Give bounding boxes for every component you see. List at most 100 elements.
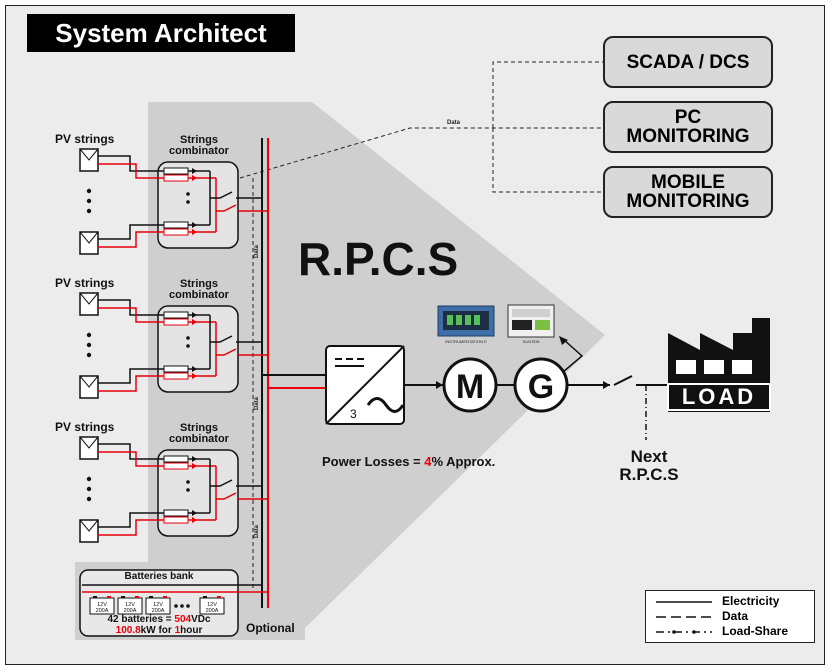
fuse-icon [163, 228, 189, 236]
legend-electricity: Electricity [722, 594, 780, 608]
fuse-icon [163, 311, 189, 319]
pv-ellipsis-dot [86, 332, 92, 338]
disconnect-switch-negative [210, 479, 233, 487]
generator-letter: G [528, 368, 554, 406]
diode-icon [192, 175, 197, 181]
diode-icon [192, 510, 197, 516]
battery-terminal [163, 596, 167, 598]
battery-terminal [203, 596, 207, 598]
battery-cell-voltage: 12V [97, 602, 107, 608]
fuse-icon [163, 372, 189, 380]
legend-data: Data [722, 609, 749, 623]
motor-letter: M [456, 368, 484, 406]
pv-panel-cell-lines [79, 292, 99, 305]
pc-monitoring-box[interactable]: PC MONITORING [603, 101, 773, 153]
power-losses-text: Power Losses = 4% Approx. [322, 454, 495, 469]
battery-cell-icon [89, 597, 115, 615]
battery-cell-capacity: 200A [124, 608, 137, 614]
pv-ellipsis-dot [86, 198, 92, 204]
combinator-ellipsis-dot [186, 200, 190, 204]
pv-ellipsis-dot [86, 476, 92, 482]
battery-terminal [217, 596, 221, 598]
legend: Electricity Data Load-Share [645, 590, 815, 643]
diode-icon [192, 229, 197, 235]
battery-ellipsis-icon [174, 604, 190, 608]
combinator-label-2: Strings combinator [169, 278, 229, 301]
next-label-line-1: Next [630, 447, 668, 466]
pv-group-1 [79, 148, 268, 255]
fuse-icon [163, 462, 189, 470]
batteries-count-b: 504 [174, 614, 192, 625]
inverter-icon [325, 345, 405, 425]
diode-icon [192, 222, 197, 228]
generator-to-module-link [562, 338, 584, 373]
battery-terminal [107, 596, 111, 598]
batteries-count-line: 42 batteries = 504VDc [80, 614, 238, 625]
instrumentation-module-label: INSTRUMENTATION E [445, 339, 487, 344]
scada-dcs-box[interactable]: SCADA / DCS [603, 36, 773, 88]
legend-dot-2 [692, 630, 696, 634]
page-title: System Architect [27, 14, 295, 52]
diode-icon [192, 517, 197, 523]
arrow-to-switch [603, 381, 610, 389]
pv-panel-cell-lines [79, 519, 99, 532]
fuse-icon [163, 455, 189, 463]
diode-icon [192, 312, 197, 318]
combinator-label-3: Strings combinator [169, 422, 229, 445]
power-losses-suffix: % Approx. [431, 454, 496, 469]
next-label-line-2: R.P.C.S [619, 465, 679, 484]
factory-load-icon [667, 318, 771, 412]
controller-module-icon [507, 304, 555, 338]
batteries-count-a: 42 batteries = [107, 614, 175, 625]
bus-data-label-2: Data [254, 396, 260, 410]
pv-ellipsis-dot [86, 208, 92, 214]
batteries-energy-a: 100.8 [115, 625, 141, 636]
rpcs-title: R.P.C.S [298, 233, 459, 285]
fuse-icon [163, 174, 189, 182]
pv-strings-label-2: PV strings [55, 276, 115, 290]
combinator-ellipsis-dot [186, 344, 190, 348]
bus-data-label-1: Data [254, 244, 260, 258]
arrow-to-motor [436, 381, 443, 389]
diode-icon [192, 366, 197, 372]
module-arrow [559, 336, 568, 345]
pv-ellipsis-dot [86, 496, 92, 502]
pv-panel-cell-lines [79, 375, 99, 388]
disconnect-switch-negative [210, 335, 233, 343]
battery-cell-capacity: 200A [96, 608, 109, 614]
legend-dot-1 [672, 630, 676, 634]
pv-panel-cell-lines [79, 436, 99, 449]
diode-icon [192, 456, 197, 462]
bus-data-label-3: Data [254, 524, 260, 538]
power-losses-value: 4 [424, 454, 432, 469]
fuse-icon [163, 516, 189, 524]
pv-strings-label-1: PV strings [55, 132, 115, 146]
diode-icon [192, 319, 197, 325]
batteries-summary: 42 batteries = 504VDc 100.8kW for 1hour [80, 614, 238, 636]
disconnect-switch-positive [216, 492, 237, 500]
fuse-icon [163, 167, 189, 175]
pv-strings-label-3: PV strings [55, 420, 115, 434]
optional-label: Optional [246, 621, 295, 635]
battery-terminal [149, 596, 153, 598]
fuse-icon [163, 509, 189, 517]
disconnect-switch-positive [216, 348, 237, 356]
controller-module-label: SUNTEM [523, 339, 540, 344]
pv-group-3 [79, 436, 268, 543]
legend-load-share: Load-Share [722, 624, 789, 638]
fuse-icon [163, 318, 189, 326]
load-switch [613, 375, 633, 386]
fuse-icon [163, 221, 189, 229]
battery-cell-icon [117, 597, 143, 615]
combinator-ellipsis-dot [186, 480, 190, 484]
power-losses-prefix: Power Losses = [322, 454, 425, 469]
pv-panel-cell-lines [79, 231, 99, 244]
mobile-monitoring-box[interactable]: MOBILE MONITORING [603, 166, 773, 218]
load-label: LOAD [682, 384, 756, 409]
pv-ellipsis-dot [86, 188, 92, 194]
